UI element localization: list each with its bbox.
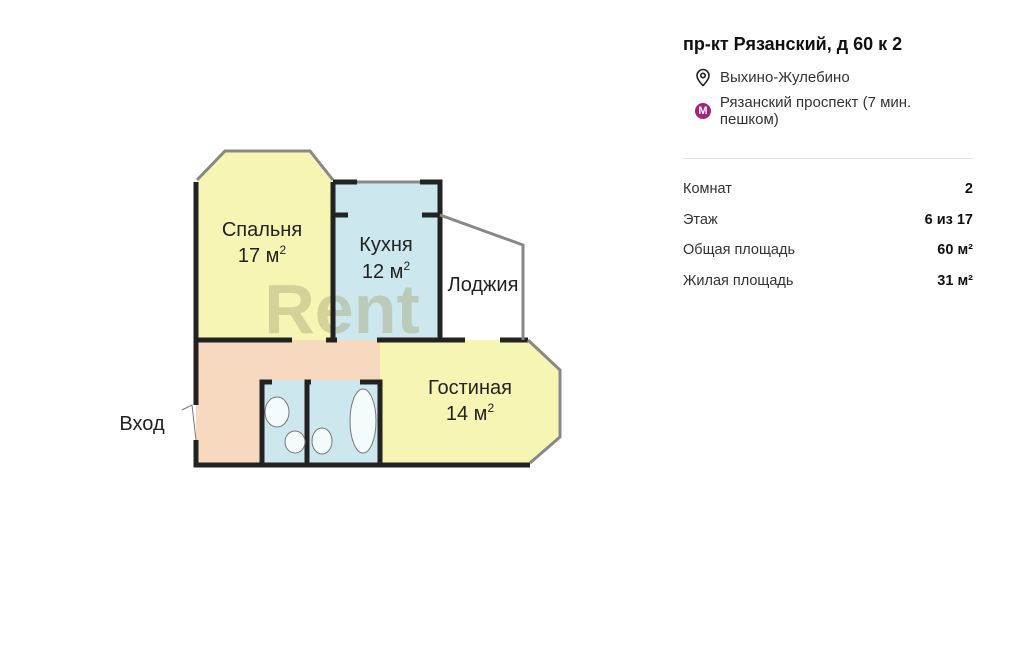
kitchen-area-label: 12 м2	[362, 259, 411, 283]
metro-text[interactable]: Рязанский проспект (7 мин. пешком)	[719, 94, 912, 128]
living-area	[380, 340, 560, 463]
address-title: пр-кт Рязанский, д 60 к 2	[683, 34, 903, 54]
bedroom-area-label: 17 м2	[238, 243, 287, 267]
windows	[195, 149, 562, 465]
divider	[683, 158, 973, 159]
district-text[interactable]: Выхино-Жулебино	[720, 68, 850, 86]
floor-plan: Rent Спальня 17 м2 Кухня 12 м2 Лоджия Го…	[119, 149, 562, 468]
bedroom-label: Спальня	[222, 219, 302, 241]
kitchen-area	[333, 182, 440, 340]
fixtures	[181, 388, 377, 455]
bedroom-area	[196, 151, 333, 340]
entrance-label: Вход	[119, 413, 165, 435]
living-area-label: 14 м2	[446, 401, 495, 425]
kitchen-label: Кухня	[359, 234, 413, 256]
metro-row: М Рязанский проспект (7 мин. пешком)	[683, 94, 973, 128]
living-label: Гостиная	[428, 377, 512, 399]
district-row: Выхино-Жулебино	[683, 68, 973, 87]
listing-info: пр-кт Рязанский, д 60 к 2 Выхино-Жулебин…	[683, 30, 973, 303]
walls	[193, 179, 530, 468]
watermark: Rent	[264, 270, 420, 348]
loggia-label: Лоджия	[448, 274, 519, 296]
metro-icon: М	[694, 102, 712, 120]
location-pin-icon	[694, 68, 712, 87]
